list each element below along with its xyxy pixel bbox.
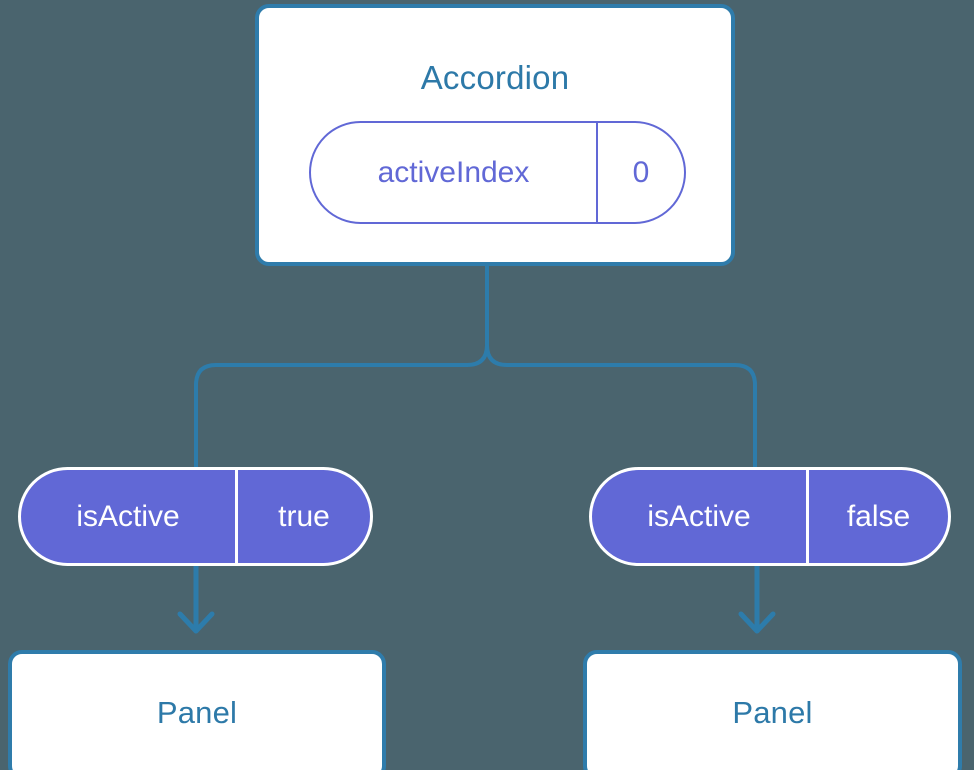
panel-component-card-right: Panel: [583, 650, 962, 770]
accordion-title: Accordion: [420, 59, 570, 96]
prop-key-is-active-left: isActive: [76, 499, 180, 533]
prop-value-is-active-left: true: [235, 470, 370, 563]
arrow-left-pill-to-panel: [177, 563, 215, 634]
arrow-right-pill-to-panel: [738, 563, 776, 634]
panel-title-right: Panel: [732, 695, 813, 730]
connector-trunk-split: [194, 264, 489, 470]
prop-key-is-active-right: isActive: [647, 499, 751, 533]
prop-value-is-active-right: false: [806, 470, 948, 563]
panel-title-left: Panel: [156, 695, 238, 730]
prop-key-active-index: activeIndex: [377, 155, 530, 189]
prop-pill-is-active-left: isActive true: [18, 467, 373, 566]
accordion-component-card: Accordion activeIndex 0: [255, 4, 735, 266]
connector-trunk-split-right: [485, 343, 757, 470]
panel-component-card-left: Panel: [8, 650, 386, 770]
prop-pill-is-active-right: isActive false: [589, 467, 951, 566]
prop-value-active-index: 0: [596, 123, 684, 222]
prop-pill-active-index: activeIndex 0: [309, 121, 686, 224]
